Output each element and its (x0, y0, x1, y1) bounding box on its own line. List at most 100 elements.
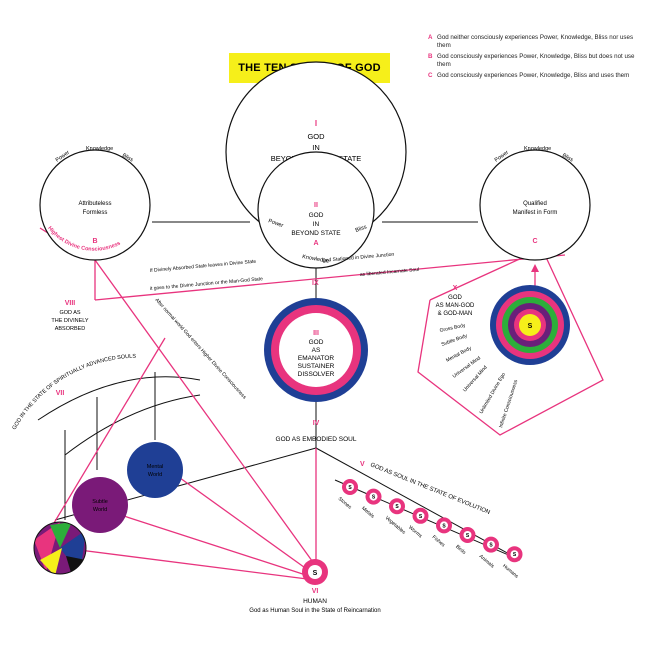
state-iii-ring-white (279, 313, 353, 387)
junction-text-1: If Divinely Absorbed State leaves in Div… (150, 259, 257, 274)
evolution-label: Worms (407, 525, 423, 540)
evolution-circle-inner (393, 502, 401, 511)
state-v-label: GOD AS SOUL IN THE STATE OF EVOLUTION (369, 462, 490, 516)
left-line-2: Formless (83, 210, 108, 216)
state-x-numeral: X (453, 285, 458, 292)
subtle-world-label-2: World (93, 507, 107, 513)
evolution-circle-inner (463, 531, 472, 539)
state-iv-numeral: IV (313, 420, 320, 427)
right-line-1: Qualified (523, 201, 547, 207)
arrow-up-icon (531, 264, 539, 272)
evolution-soul-letter: S (419, 514, 423, 520)
state-iv-label: GOD AS EMBODIED SOUL (276, 436, 357, 443)
state-vii-label: GOD IN THE STATE OF SPIRITUALLY ADVANCED… (12, 354, 137, 431)
evolution-soul-letter: S (395, 504, 399, 510)
state-i-numeral: I (315, 119, 317, 128)
body-label: Subtle Body (441, 333, 469, 348)
body-label: Infinite Consciousness (498, 379, 519, 429)
state-iii-line-4: SUSTAINER (298, 363, 335, 370)
state-ii-line-3: BEYOND STATE (291, 230, 341, 237)
pink-lines (39, 227, 604, 581)
right-arc-bliss: Bliss (561, 153, 574, 164)
left-letter: B (92, 238, 97, 245)
state-iii-line-3: EMANATOR (298, 355, 335, 362)
state-v-numeral: V (360, 461, 365, 468)
evolution-label: Vegetables (384, 515, 407, 536)
state-viii-numeral: VIII (65, 300, 76, 307)
evolution-circle-inner (510, 550, 519, 559)
evolution-circle-inner (487, 540, 495, 549)
body-label: Unlimited Divine Ego (479, 372, 508, 415)
body-label: Mental Body (445, 345, 473, 364)
state-viii-line-1: GOD AS (59, 310, 80, 316)
man-god-rings (490, 285, 570, 365)
evolution-circle-inner (346, 483, 354, 491)
diagonal-text: After normal world God enters Higher Div… (154, 297, 248, 401)
state-iii-line-2: AS (312, 347, 321, 354)
mental-world-label-2: World (148, 472, 162, 478)
body-label: Gross Body (439, 323, 466, 334)
man-god-center-label: S (528, 323, 533, 330)
subtle-world-label-1: Subtle (92, 499, 108, 505)
state-ii-arc-bliss: Bliss (355, 224, 368, 234)
state-ix-numeral: IX (312, 280, 319, 287)
state-vi-numeral: VI (312, 588, 319, 595)
state-x-line-1: GOD (448, 295, 462, 301)
state-iii-line-5: DISSOLVER (298, 371, 335, 378)
state-ii-arc-knowledge: Knowledge (302, 254, 330, 265)
evolution-soul-letter: S (442, 523, 446, 529)
state-vi-label: HUMAN (303, 598, 327, 605)
mental-world-circle (127, 442, 183, 498)
junction-text-4: as liberated Incarnate Soul (360, 267, 420, 278)
gross-world-circle (33, 521, 87, 575)
state-i-line-1: GOD (307, 132, 325, 141)
evolution-circle-inner (416, 511, 425, 520)
state-viii-line-2: THE DIVINELY (51, 318, 89, 324)
mental-world-label-1: Mental (147, 464, 164, 470)
state-ii-numeral: II (314, 202, 318, 209)
state-iii-line-1: GOD (309, 339, 324, 346)
human-soul-letter: S (313, 570, 318, 577)
state-vi-sublabel: God as Human Soul in the State of Reinca… (249, 608, 380, 614)
left-line-1: Attributeless (78, 201, 111, 207)
evolution-soul-letter: S (348, 485, 352, 491)
evolution-label: Animals (478, 554, 496, 570)
right-arc-knowledge: Knowledge (524, 146, 551, 152)
left-circle (39, 149, 151, 261)
left-arc-knowledge: Knowledge (86, 146, 113, 152)
right-circle (479, 149, 591, 261)
evolution-label: Stones (337, 496, 353, 511)
state-iii-numeral: III (313, 330, 319, 337)
state-ii-line-1: GOD (309, 212, 324, 219)
evolution-soul-letter: S (489, 543, 493, 549)
evolution-label: Humans (501, 563, 520, 580)
state-x-line-2: AS MAN-GOD (436, 303, 475, 309)
human-soul-inner (308, 565, 322, 579)
evolution-soul-letter: S (513, 552, 517, 558)
evolution-circle-inner (440, 521, 448, 530)
right-line-2: Manifest in Form (513, 210, 558, 216)
state-ii-line-2: IN (313, 221, 320, 228)
evolution-circle-inner (369, 492, 378, 501)
state-vii-numeral: VII (56, 390, 65, 397)
evolution-label: Fishes (431, 534, 447, 548)
evolution-soul-letter: S (372, 495, 376, 501)
state-ii-arc-power: Power (267, 218, 284, 229)
state-ii-letter: A (313, 240, 318, 247)
state-x-line-3: & GOD-MAN (438, 311, 473, 317)
evolution-label: Birds (454, 544, 467, 556)
right-letter: C (532, 238, 537, 245)
evolution-label: Metals (360, 506, 376, 520)
state-viii-line-3: ABSORBED (55, 326, 86, 332)
state-i-line-2: IN (312, 143, 320, 152)
subtle-world-circle (72, 477, 128, 533)
state-ii-circle (257, 151, 375, 269)
evolution-soul-letter: S (466, 533, 470, 539)
